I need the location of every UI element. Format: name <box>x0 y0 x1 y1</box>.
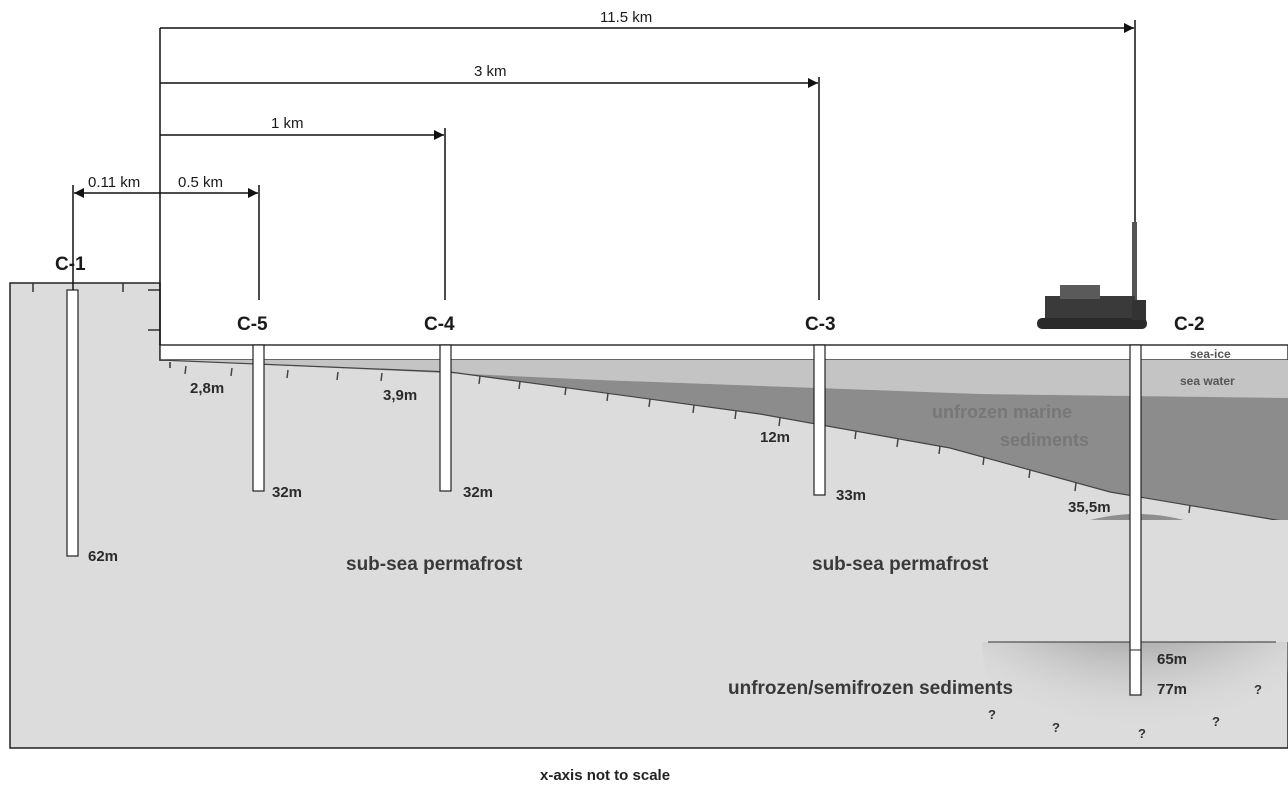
depth-c2-mid: 65m <box>1157 651 1187 668</box>
depth-c5-top: 2,8m <box>190 380 224 397</box>
zone-permafrost-left: sub-sea permafrost <box>346 554 523 575</box>
borehole-c1-label: C-1 <box>55 254 86 275</box>
depth-c3-bottom: 33m <box>836 487 866 504</box>
unknown-marker: ? <box>988 707 996 722</box>
depth-c2-top: 35,5m <box>1068 499 1111 516</box>
depth-c1-bottom: 62m <box>88 548 118 565</box>
permafrost-ticks <box>184 365 1191 514</box>
distance-label-0-5km: 0.5 km <box>178 174 223 191</box>
unknown-marker: ? <box>1052 720 1060 735</box>
depth-c3-top: 12m <box>760 429 790 446</box>
distance-label-11-5km: 11.5 km <box>600 9 652 26</box>
unknown-marker: ? <box>1254 682 1262 697</box>
borehole-c4-label: C-4 <box>424 314 455 335</box>
figure-caption: x-axis not to scale <box>540 767 670 784</box>
zone-permafrost-right: sub-sea permafrost <box>812 554 989 575</box>
depth-c4-bottom: 32m <box>463 484 493 501</box>
zone-unfrozen-semifrozen: unfrozen/semifrozen sediments <box>728 678 1013 699</box>
depth-c5-bottom: 32m <box>272 484 302 501</box>
sea-ice-layer <box>159 344 1288 361</box>
depth-c2-bottom: 77m <box>1157 681 1187 698</box>
reference-lines <box>72 20 1136 345</box>
land-surface-ticks <box>32 283 171 368</box>
depth-c4-top: 3,9m <box>383 387 417 404</box>
distance-label-3km: 3 km <box>474 63 507 80</box>
borehole-c3-label: C-3 <box>805 314 836 335</box>
borehole-c2-shaft <box>1129 344 1142 696</box>
distance-label-0-11km: 0.11 km <box>88 174 140 191</box>
drill-rig-icon <box>1037 222 1147 329</box>
unknown-marker: ? <box>1138 726 1146 741</box>
borehole-c5-shaft <box>252 344 265 492</box>
zone-marine-line2: sediments <box>1000 430 1089 450</box>
borehole-c4-shaft <box>439 344 452 492</box>
borehole-c1-shaft <box>66 289 79 557</box>
zone-sea-ice: sea-ice <box>1190 347 1231 361</box>
zone-sea-water: sea water <box>1180 374 1235 388</box>
distance-arrows <box>74 23 1134 198</box>
zone-marine-line1: unfrozen marine <box>932 402 1072 422</box>
borehole-c2-label: C-2 <box>1174 314 1205 335</box>
distance-label-1km: 1 km <box>271 115 304 132</box>
unknown-marker: ? <box>1212 714 1220 729</box>
marine-sediment-wedge <box>160 360 1288 522</box>
borehole-c5-label: C-5 <box>237 314 268 335</box>
borehole-c3-shaft <box>813 344 826 496</box>
